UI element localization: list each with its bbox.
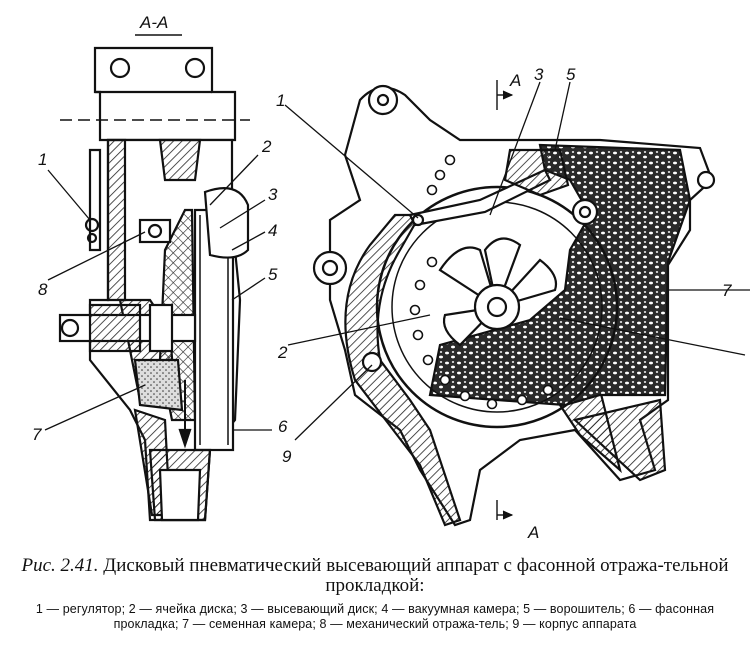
right-label-5: 5	[566, 65, 576, 84]
left-section-view	[58, 46, 250, 522]
left-label-5: 5	[268, 265, 278, 284]
right-leader-lines	[284, 81, 750, 441]
right-label-7: 7	[722, 281, 732, 300]
section-marker-bottom: А	[527, 523, 539, 542]
left-leader-lines	[44, 154, 272, 431]
left-label-6: 6	[278, 417, 288, 436]
caption-legend: 1 — регулятор; 2 — ячейка диска; 3 — выс…	[35, 602, 715, 631]
right-main-view	[312, 80, 716, 527]
left-label-2: 2	[261, 137, 272, 156]
caption-title-line: Рис. 2.41. Дисковый пневматический высев…	[10, 556, 740, 596]
figure-number: Рис. 2.41.	[21, 555, 99, 576]
left-label-1: 1	[38, 150, 47, 169]
seeder-technical-drawing: А-А 1 8 2 3 4 5 7 6 А А 1 3 5 2 9 7	[32, 13, 750, 542]
disc-cells	[409, 154, 554, 410]
left-label-4: 4	[268, 221, 277, 240]
right-label-9: 9	[282, 447, 292, 466]
right-label-1: 1	[276, 91, 285, 110]
right-label-2: 2	[277, 343, 288, 362]
left-label-3: 3	[268, 185, 278, 204]
caption-title: Дисковый пневматический высевающий аппар…	[103, 555, 729, 596]
section-label: А-А	[139, 13, 168, 32]
figure-caption: Рис. 2.41. Дисковый пневматический высев…	[0, 556, 750, 632]
right-label-3: 3	[534, 65, 544, 84]
left-label-7: 7	[32, 425, 42, 444]
left-label-8: 8	[38, 280, 48, 299]
section-marker-top: А	[509, 71, 521, 90]
